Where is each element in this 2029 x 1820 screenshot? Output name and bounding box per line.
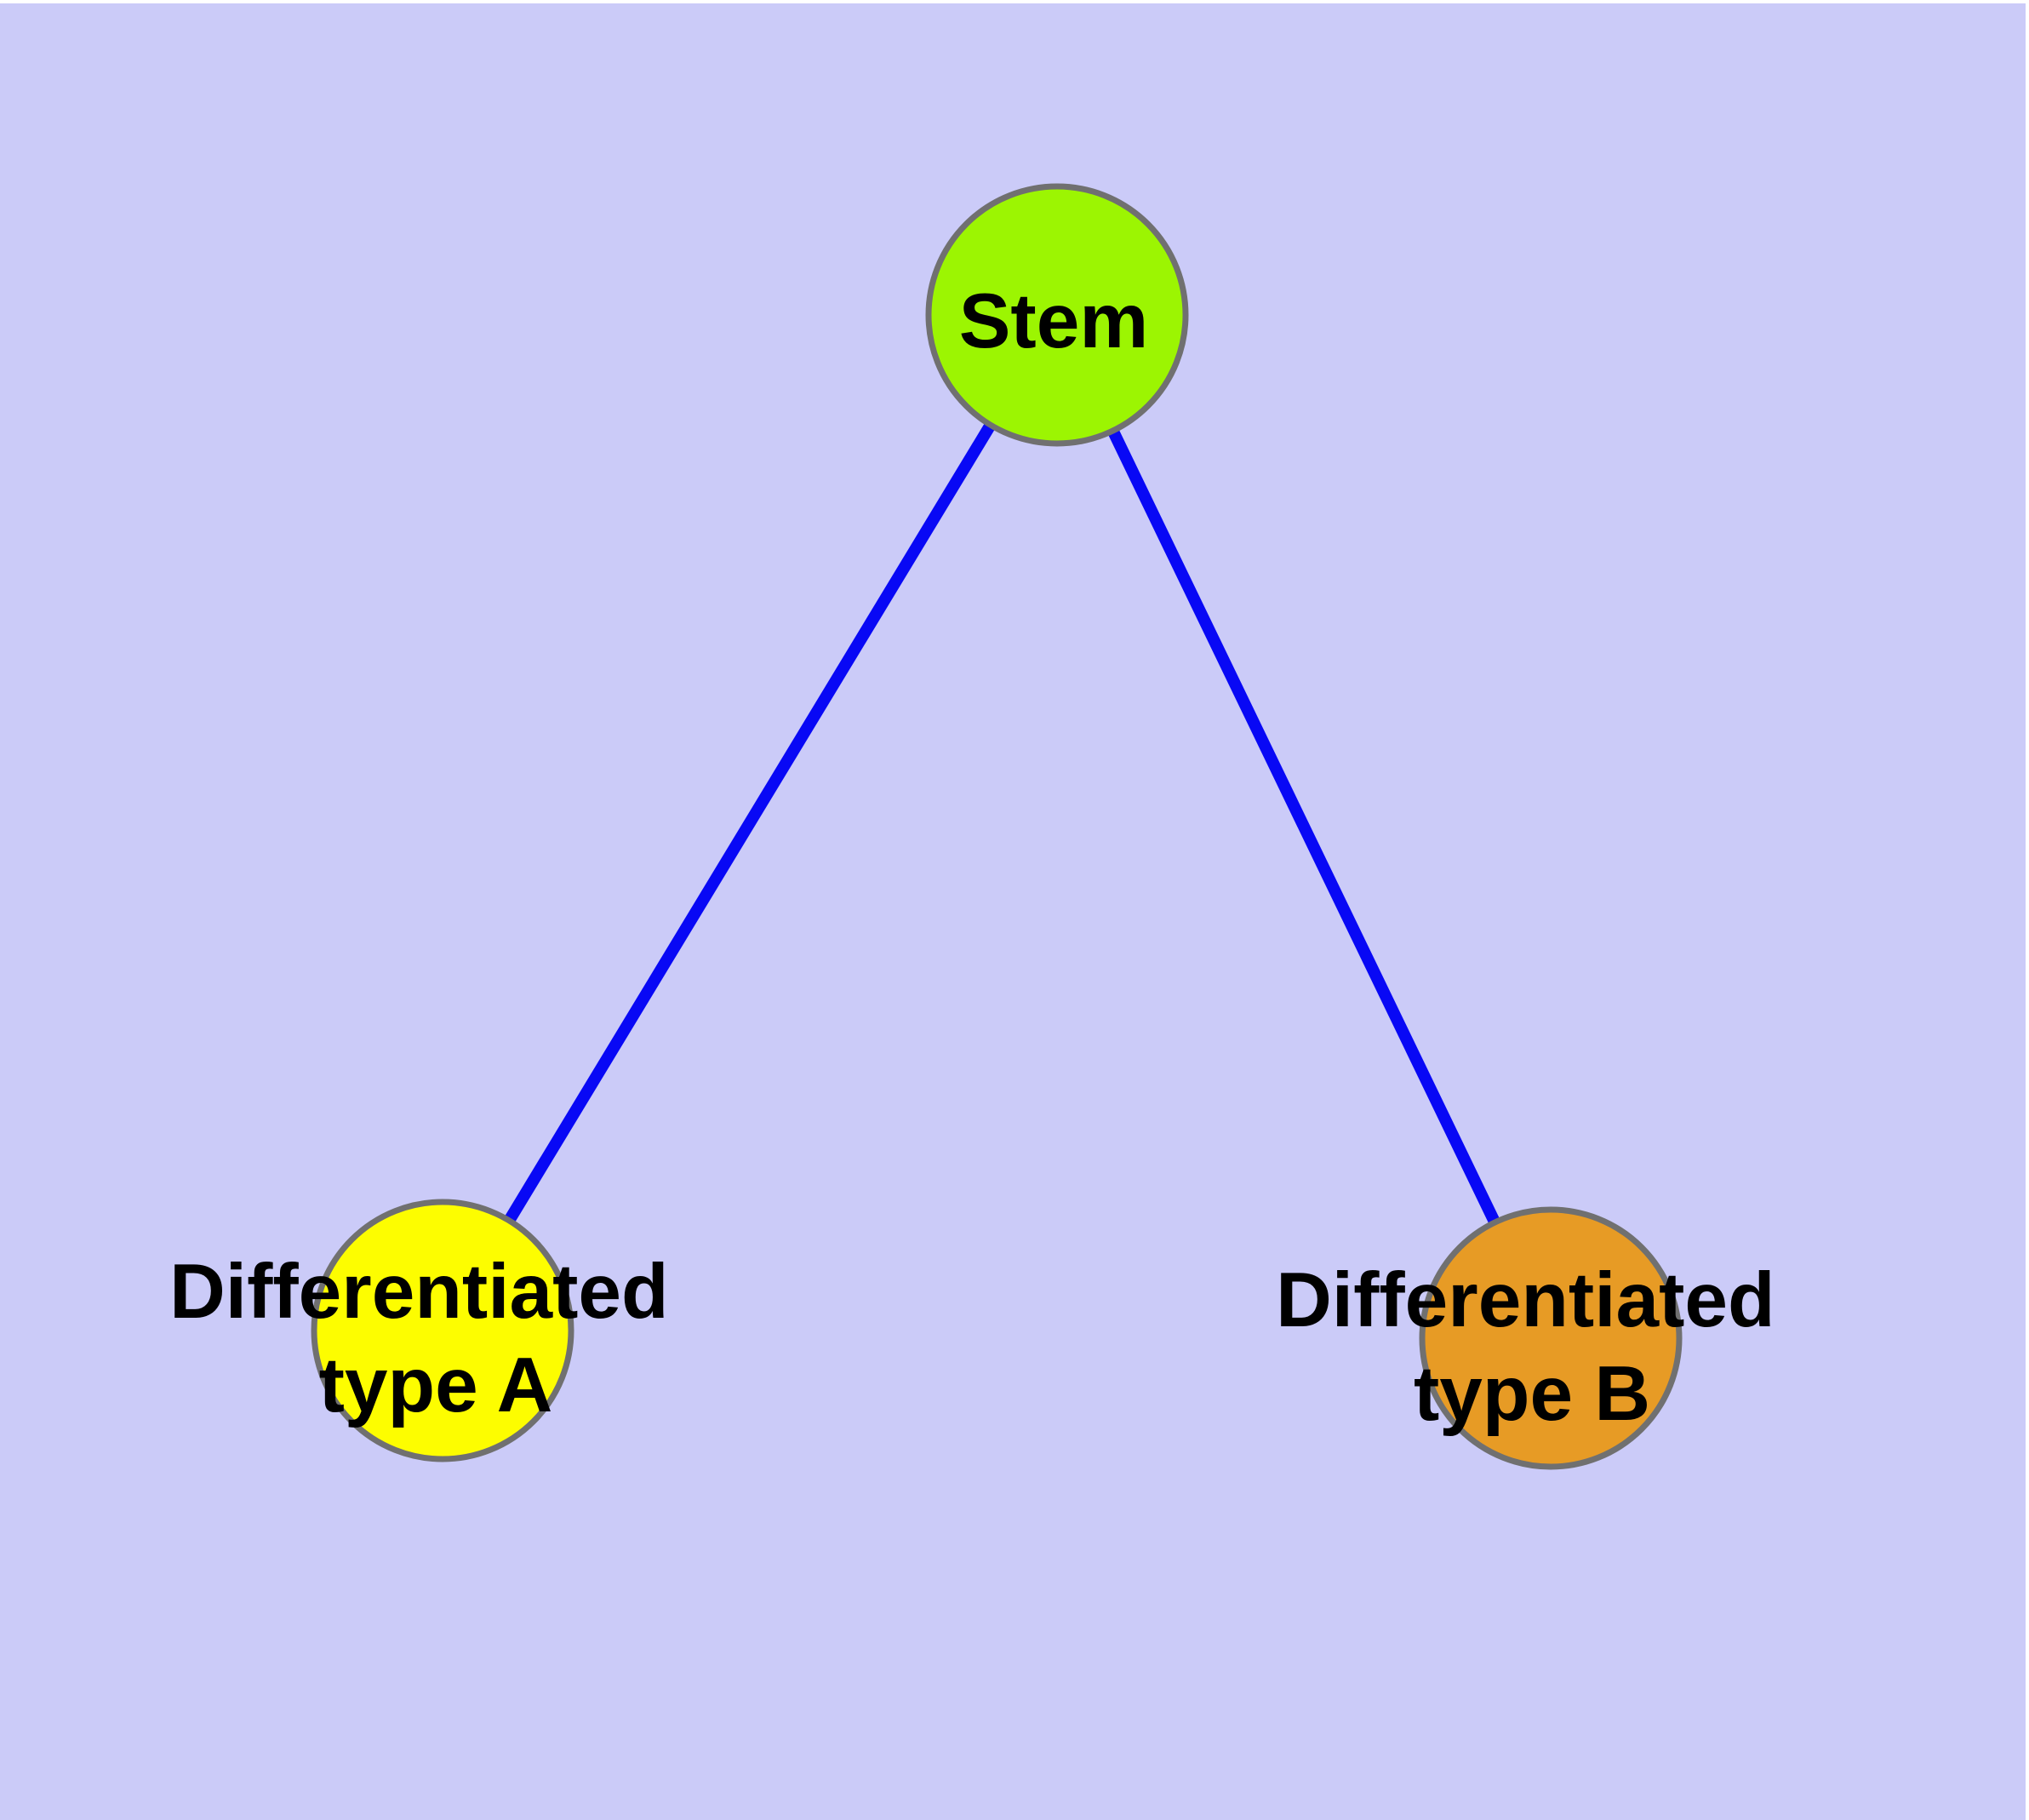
node-differentiated-type-b: Differentiated type B: [1276, 1206, 1797, 1470]
edge-stem-to-type-a: [437, 312, 1062, 1334]
stem-node-circle: [925, 183, 1189, 447]
node-stem: Stem: [925, 183, 1189, 447]
type-a-label-line-1: Differentiated: [169, 1249, 669, 1335]
edges: [437, 312, 1557, 1342]
type-a-label-line-2: type A: [319, 1342, 553, 1428]
type-b-label-line-1: Differentiated: [1276, 1257, 1775, 1343]
type-b-node-label: Differentiated type B: [1276, 1257, 1797, 1437]
type-a-node-circle: [311, 1199, 574, 1462]
edge-stem-to-type-b: [1051, 312, 1557, 1342]
stem-node-label: Stem: [959, 278, 1149, 364]
type-a-node-label: Differentiated type A: [169, 1249, 690, 1428]
type-b-label-line-2: type B: [1414, 1351, 1650, 1437]
node-differentiated-type-a: Differentiated type A: [169, 1199, 690, 1462]
type-b-node-circle: [1419, 1206, 1683, 1470]
